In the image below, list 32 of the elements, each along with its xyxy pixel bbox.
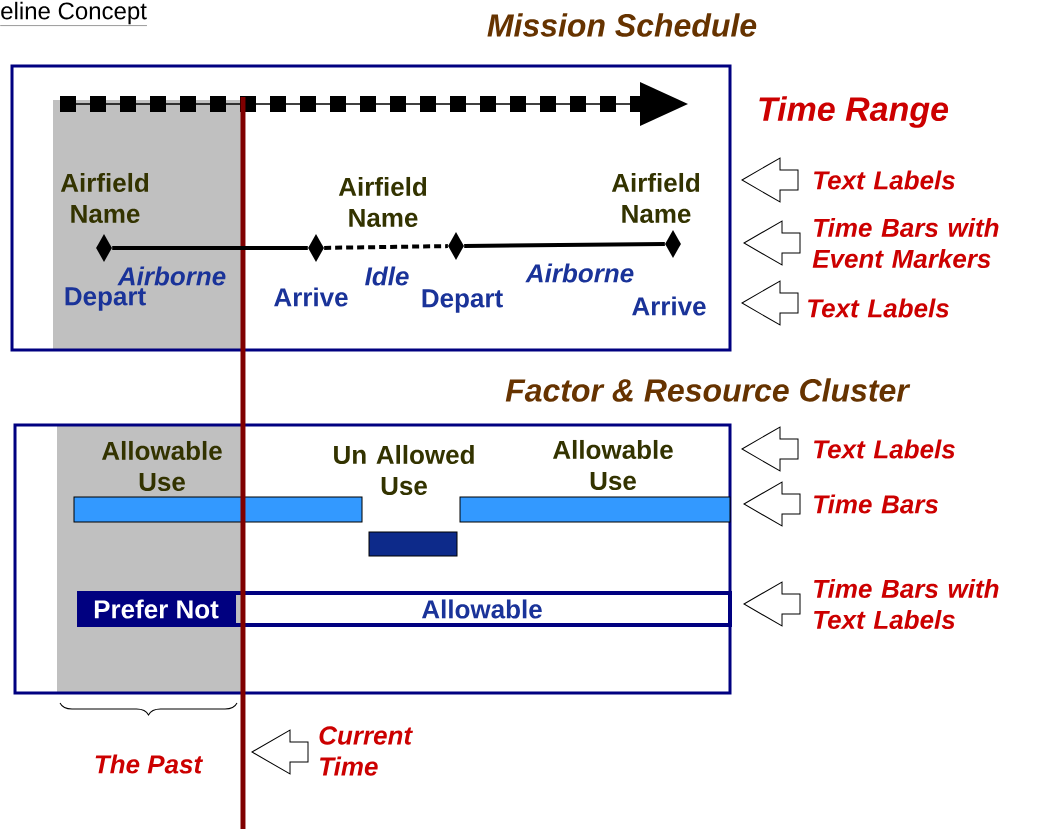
- time-bar: [459, 496, 731, 523]
- timeline-segment: [464, 242, 665, 248]
- callout-text: Time Bars with Event Markers: [812, 217, 999, 269]
- callout-text: Text Labels: [808, 298, 949, 318]
- timeline-segment: [112, 246, 308, 250]
- callout-text: Time Bars with Text Labels: [814, 578, 999, 630]
- text-label: Airfield Name: [338, 176, 427, 228]
- panel-heading: Mission Schedule: [487, 13, 757, 37]
- event-label: Depart: [65, 287, 146, 311]
- text-label: Airfield Name: [611, 172, 700, 224]
- timeline-segment: [324, 244, 448, 250]
- edge-label: Idle: [365, 266, 409, 286]
- event-label: Arrive: [632, 296, 706, 316]
- callout-text: Text Labels: [814, 170, 955, 190]
- time-bar: Prefer Not: [77, 591, 235, 627]
- page-title: eline Concept: [0, 1, 148, 26]
- text-label: Un Allowed Use: [334, 444, 474, 496]
- edge-label: Airborne: [525, 263, 634, 283]
- edge-label: Airborne: [117, 266, 226, 286]
- event-marker: [448, 232, 464, 260]
- time-bar: Allowable: [232, 591, 732, 627]
- callout-text: The Past: [95, 754, 204, 774]
- event-marker: [665, 230, 681, 258]
- event-marker: [308, 234, 324, 262]
- callout-text: Current Time: [319, 726, 413, 776]
- panel-heading: Factor & Resource Cluster: [505, 378, 911, 402]
- node-label: Prefer Not: [94, 599, 219, 619]
- time-bar: [73, 496, 363, 523]
- time-bar: [368, 531, 458, 557]
- callout-text: Text Labels: [814, 439, 955, 459]
- event-marker: [96, 234, 112, 262]
- callout-text: Time Bars: [814, 494, 938, 514]
